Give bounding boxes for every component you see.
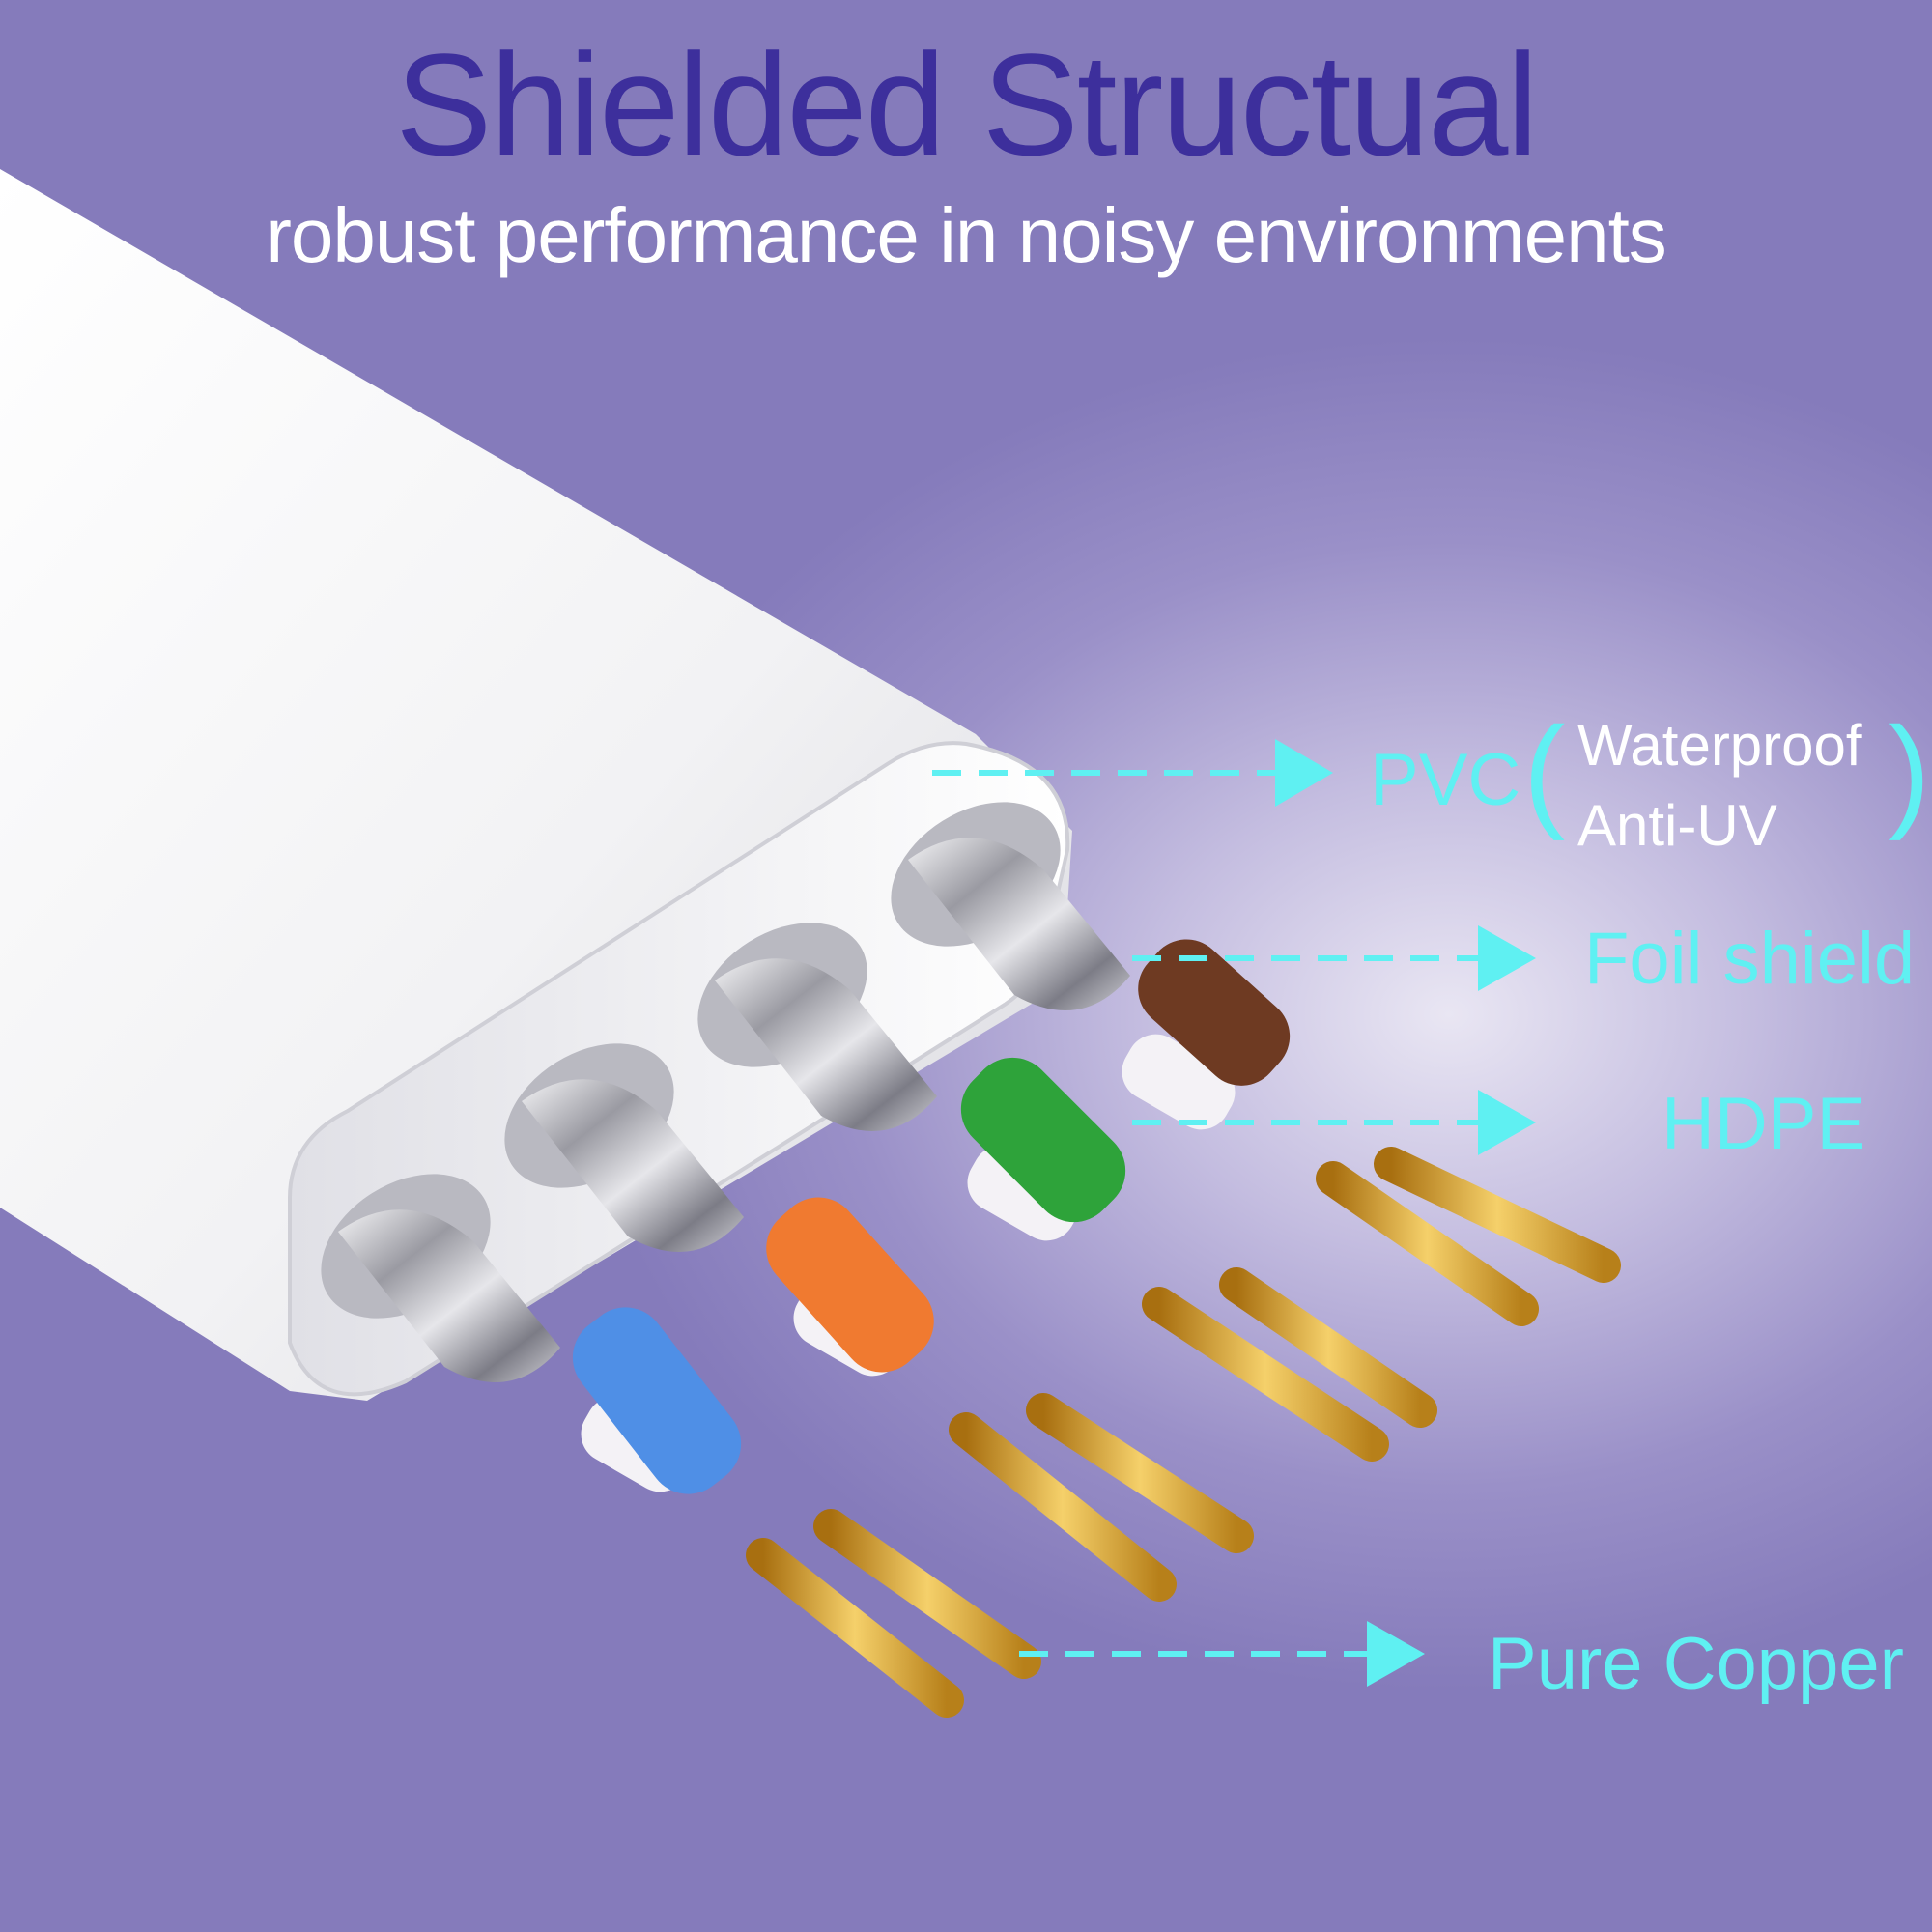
page-subtitle: robust performance in noisy environments (266, 192, 1667, 278)
hdpe-label: HDPE (1662, 1083, 1866, 1165)
copper-strands (746, 1147, 1621, 1718)
arrow-heads (1275, 739, 1536, 1687)
paren-close: ) (1889, 700, 1931, 841)
pvc-label: PVC (1370, 739, 1521, 821)
foil-shields (338, 838, 1130, 1382)
callout-arrows (932, 770, 1483, 1657)
paren-open: ( (1523, 700, 1566, 841)
page-title: Shielded Structual (395, 23, 1538, 185)
pure-copper-label: Pure Copper (1488, 1623, 1904, 1705)
pvc-feature-waterproof: Waterproof (1577, 713, 1862, 778)
pvc-feature-anti-uv: Anti-UV (1577, 793, 1777, 858)
foil-shield-label: Foil shield (1584, 918, 1916, 1000)
colored-wires (572, 939, 1291, 1494)
